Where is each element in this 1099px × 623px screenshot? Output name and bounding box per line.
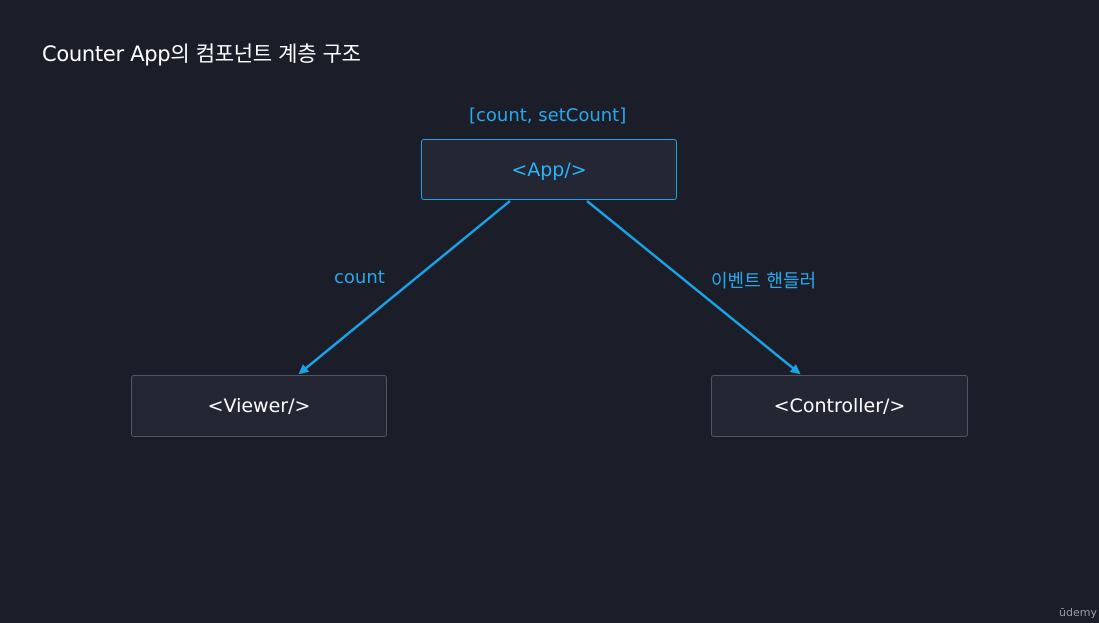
udemy-watermark: ūdemy bbox=[1059, 606, 1097, 619]
edge-label-event-handler: 이벤트 핸들러 bbox=[711, 271, 817, 292]
controller-node: <Controller/> bbox=[711, 375, 968, 437]
page-title: Counter App의 컴포넌트 계층 구조 bbox=[42, 42, 361, 66]
app-node-label: <App/> bbox=[511, 158, 587, 181]
app-state-label: [count, setCount] bbox=[469, 105, 627, 126]
viewer-node-label: <Viewer/> bbox=[207, 395, 311, 417]
controller-node-label: <Controller/> bbox=[773, 395, 906, 417]
edge-app-to-viewer bbox=[298, 200, 511, 375]
app-node: <App/> bbox=[421, 139, 677, 200]
edge-app-to-controller bbox=[586, 200, 801, 375]
edge-label-count: count bbox=[334, 267, 385, 288]
viewer-node: <Viewer/> bbox=[131, 375, 387, 437]
